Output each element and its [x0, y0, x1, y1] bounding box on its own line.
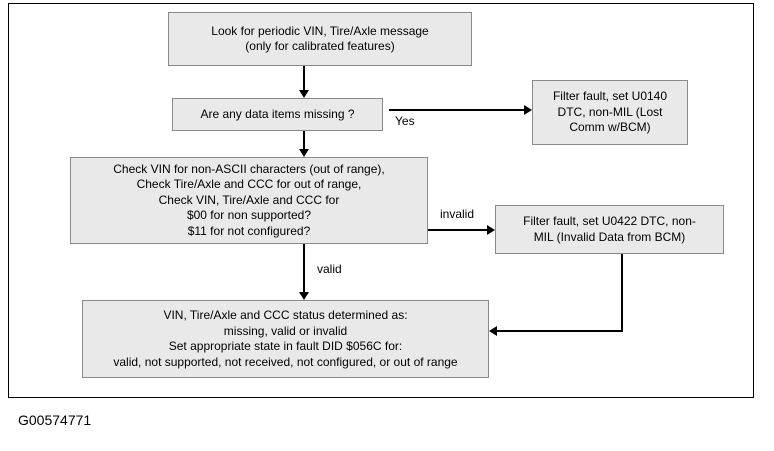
arrow-missing-to-check-head-icon [299, 149, 309, 157]
node-status-determined: VIN, Tire/Axle and CCC status determined… [82, 300, 489, 378]
arrow-missing-to-u0140-head-icon [524, 105, 532, 115]
arrow-check-to-status-head-icon [299, 292, 309, 300]
arrow-u0422-to-status-head-icon [489, 326, 497, 336]
node-data-items-missing-question: Are any data items missing ? [172, 98, 383, 131]
diagram-border [8, 3, 754, 398]
arrow-look-to-missing-head-icon [299, 90, 309, 98]
figure-id-caption: G00574771 [18, 412, 92, 428]
edge-label-yes: Yes [395, 114, 415, 128]
node-look-for-periodic-message: Look for periodic VIN, Tire/Axle message… [168, 12, 472, 66]
arrow-u0422-to-status-horizontal-line [496, 330, 623, 332]
arrow-check-to-u0422-line [428, 229, 488, 231]
arrow-missing-to-check-line [303, 131, 305, 150]
node-filter-fault-u0140: Filter fault, set U0140 DTC, non-MIL (Lo… [532, 80, 688, 145]
arrow-look-to-missing-line [303, 66, 305, 91]
arrow-missing-to-u0140-line [389, 109, 525, 111]
node-check-vin-tire-axle-ccc: Check VIN for non-ASCII characters (out … [70, 157, 428, 244]
arrow-check-to-u0422-head-icon [487, 225, 495, 235]
node-filter-fault-u0422: Filter fault, set U0422 DTC, non- MIL (I… [495, 205, 724, 254]
edge-label-invalid: invalid [440, 207, 475, 221]
arrow-u0422-to-status-vertical-line [621, 254, 623, 332]
edge-label-valid: valid [317, 262, 342, 276]
arrow-check-to-status-line [303, 244, 305, 293]
